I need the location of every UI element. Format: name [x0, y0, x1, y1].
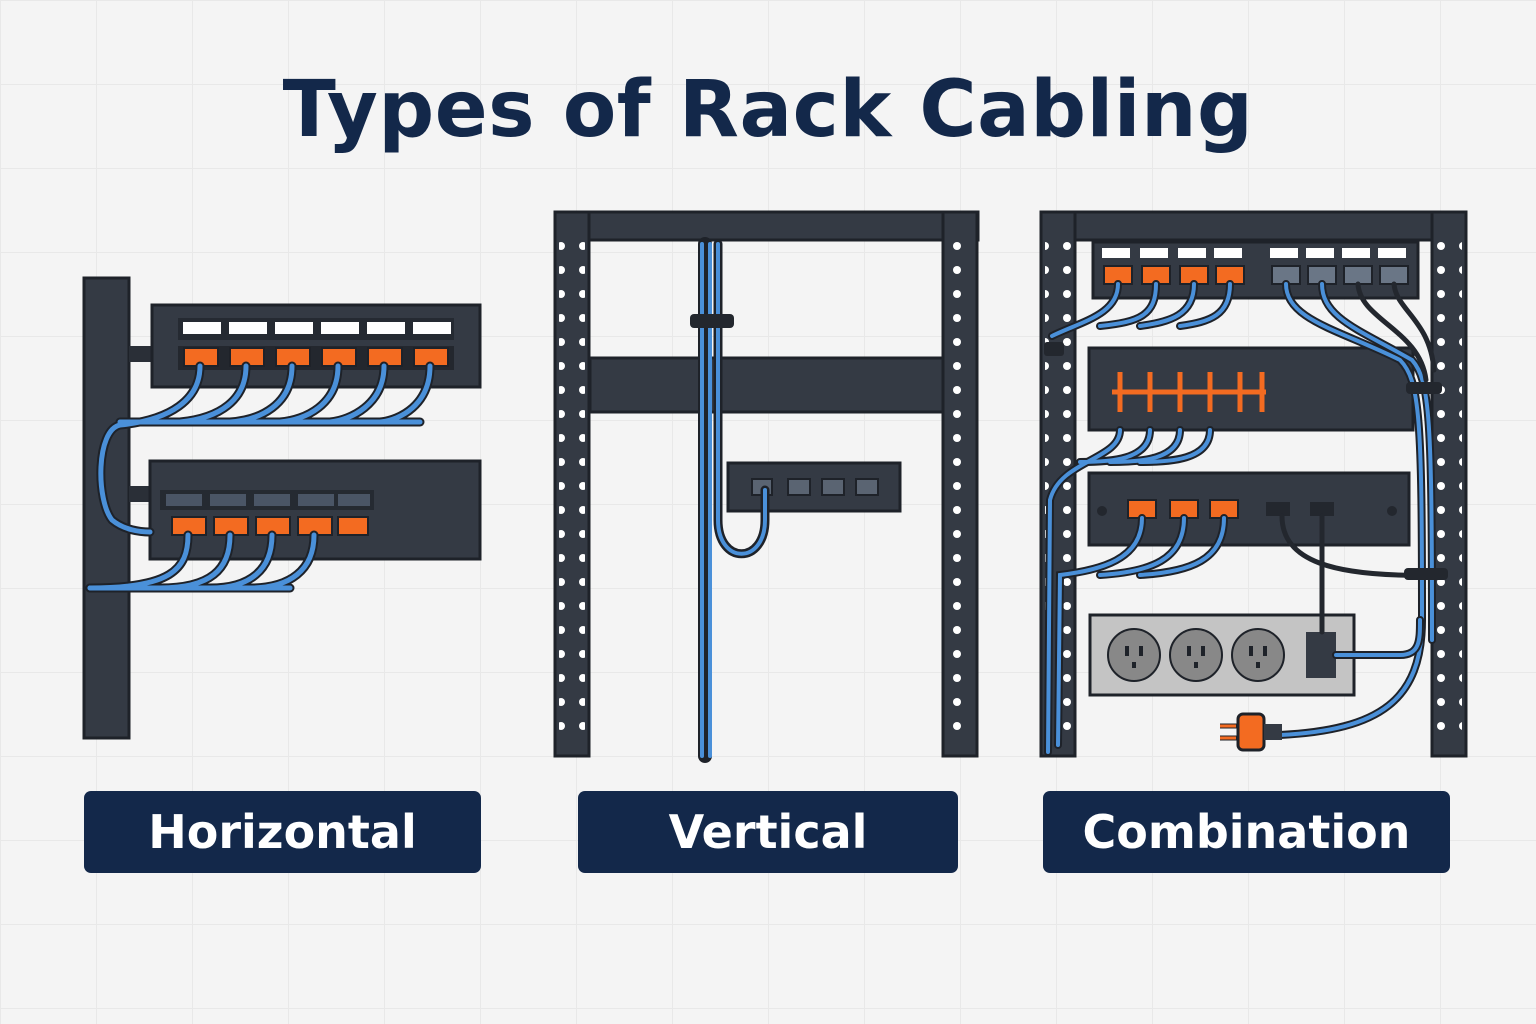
combination-label: Combination [1043, 791, 1450, 873]
cable-tie-icon [1404, 568, 1448, 580]
combination-rack-icon [1039, 210, 1468, 758]
page-title: Types of Rack Cabling [282, 65, 1254, 155]
rack-frame-icon [553, 210, 980, 242]
power-plug-icon [1220, 712, 1282, 752]
power-strip-icon [1088, 613, 1356, 697]
switch-device-icon [1087, 346, 1415, 432]
cable-tie-icon [1406, 382, 1442, 394]
cable-bundle-icon [85, 530, 319, 593]
cable-tie-icon [690, 314, 734, 328]
vertical-label: Vertical [578, 791, 958, 873]
horizontal-label: Horizontal [84, 791, 481, 873]
cable-bundle-icon [698, 237, 770, 763]
switch-device-icon [726, 461, 902, 513]
patch-panel-icon [1091, 240, 1420, 300]
rack-frame-icon [1039, 210, 1468, 242]
cable-tie-icon [1044, 342, 1064, 356]
cable-bundle-icon [96, 361, 435, 537]
horizontal-rack-icon [82, 276, 482, 740]
vertical-rack-icon [553, 210, 980, 763]
cable-bundle-icon [1044, 280, 1443, 756]
